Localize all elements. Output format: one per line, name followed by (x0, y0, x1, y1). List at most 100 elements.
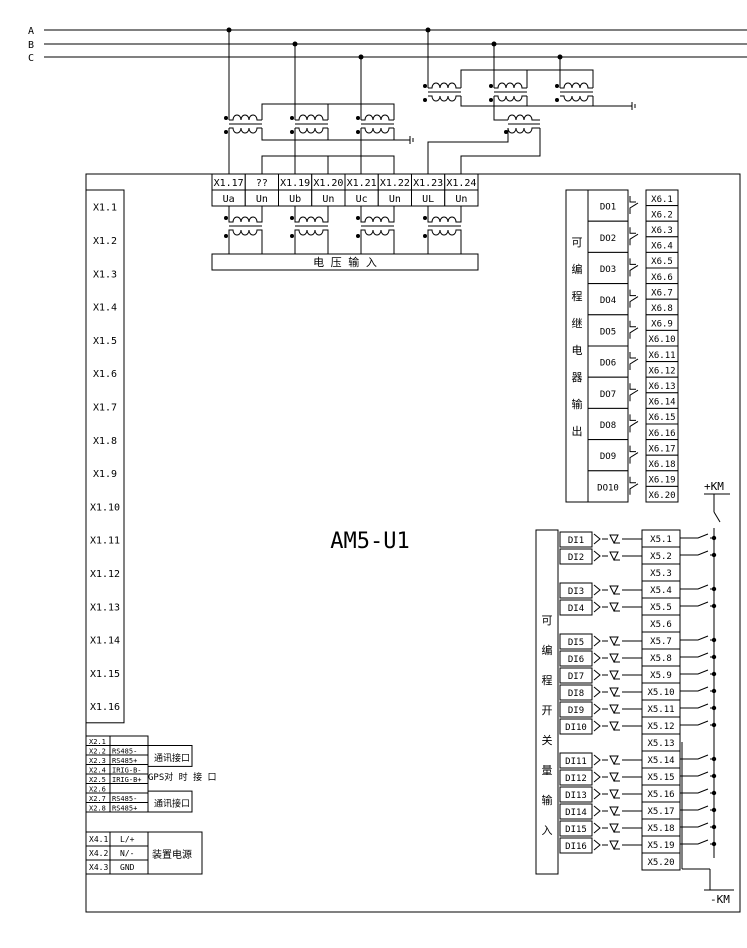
comm-signal-label: RS485- (112, 748, 137, 756)
di-terminal-label: X5.20 (647, 858, 674, 868)
x1-terminal-label: X1.8 (93, 436, 117, 447)
voltage-channel-label: Un (322, 194, 334, 205)
di-terminal-label: X5.17 (647, 807, 674, 817)
relay-terminal-label: X6.20 (648, 491, 675, 501)
relay-channel-label: DO7 (600, 390, 616, 400)
comm-signal-label: RS485+ (112, 805, 137, 813)
di-channel-label: DI14 (565, 808, 587, 818)
relay-caption-char: 器 (572, 371, 583, 384)
relay-channel-label: DO3 (600, 265, 616, 275)
x1-terminal-label: X1.11 (90, 536, 120, 547)
relay-channel-label: DO9 (600, 452, 616, 462)
comm-terminal-id: X2.1 (89, 738, 106, 746)
minus-km-label: -KM (710, 893, 730, 906)
optocoupler-symbol (593, 771, 620, 783)
device-title: AM5-U1 (330, 529, 409, 554)
di-channel-label: DI2 (568, 553, 584, 563)
relay-terminal-label: X6.1 (651, 195, 673, 205)
relay-caption-char: 电 (572, 344, 583, 357)
di-terminal-label: X5.10 (647, 688, 674, 698)
voltage-terminal-id: X1.22 (380, 178, 410, 189)
x1-terminal-label: X1.7 (93, 402, 117, 413)
di-channel-label: DI7 (568, 672, 584, 682)
di-terminal-label: X5.3 (650, 569, 672, 579)
x1-terminal-label: X1.14 (90, 636, 120, 647)
di-terminal-label: X5.1 (650, 535, 672, 545)
optocoupler-symbol (593, 635, 620, 647)
di-terminal-label: X5.16 (647, 790, 674, 800)
di-terminal-label: X5.5 (650, 603, 672, 613)
plus-km-label: +KM (704, 480, 724, 493)
km-supply: +KM -KM (681, 480, 734, 906)
optocoupler-symbol (593, 584, 620, 596)
relay-channel-label: DO8 (600, 421, 616, 431)
power-terminal-frame (85, 831, 149, 875)
di-channel-label: DI10 (565, 723, 587, 733)
x1-terminal-column: X1.1X1.2X1.3X1.4X1.5X1.6X1.7X1.8X1.9X1.1… (85, 189, 125, 724)
switch-caption-char: 量 (542, 764, 553, 777)
relay-contact-symbol (629, 320, 639, 339)
switch-caption-char: 可 (542, 614, 553, 627)
comm-terminal-id: X2.2 (89, 748, 106, 756)
power-signal-label: N/- (120, 849, 134, 858)
x1-terminal-label: X1.6 (93, 369, 117, 380)
optocoupler-symbol (593, 720, 620, 732)
relay-channel-label: DO6 (600, 359, 616, 369)
relay-contact-symbol (629, 383, 639, 402)
relay-contact-symbol (629, 289, 639, 308)
di-terminal-label: X5.11 (647, 705, 674, 715)
di-terminal-cell (641, 852, 681, 871)
relay-terminal-label: X6.15 (648, 413, 675, 423)
di-channel-label: DI4 (568, 604, 584, 614)
relay-terminal-label: X6.9 (651, 320, 673, 330)
x1-terminal-label: X1.10 (90, 502, 120, 513)
comm-terminal-id: X2.4 (89, 767, 106, 775)
relay-output-block: DO1DO2DO3DO4DO5DO6DO7DO8DO9DO10X6.1X6.2X… (587, 189, 679, 503)
relay-channel-label: DO10 (597, 483, 619, 493)
comm-terminal-id: X2.3 (89, 757, 106, 765)
di-terminal-label: X5.18 (647, 824, 674, 834)
optocoupler-symbol (593, 652, 620, 664)
relay-contact-symbol (629, 445, 639, 464)
optocoupler-symbol (593, 601, 620, 613)
x1-terminal-label: X1.9 (93, 469, 117, 480)
phase-label-a: A (28, 26, 34, 37)
di-terminal-label: X5.9 (650, 671, 672, 681)
comm-group-box (147, 790, 193, 813)
x1-terminal-label: X1.16 (90, 702, 120, 713)
relay-terminal-label: X6.6 (651, 273, 673, 283)
di-channel-label: DI16 (565, 842, 587, 852)
switch-caption-char: 入 (542, 824, 553, 837)
relay-terminal-label: X6.14 (648, 398, 675, 408)
comm-terminal-id: X2.5 (89, 776, 106, 784)
power-terminal-id: X4.1 (89, 835, 108, 844)
optocoupler-symbol (593, 533, 620, 545)
di-channel-cell (559, 837, 593, 854)
relay-contact-symbol (629, 414, 639, 433)
di-channel-cell (559, 803, 593, 820)
phase-bus: A B C (28, 26, 747, 64)
relay-channel-label: DO4 (600, 296, 616, 306)
x1-column-frame (85, 189, 125, 724)
relay-terminal-label: X6.17 (648, 444, 675, 454)
comm-signal-label: RS485- (112, 795, 137, 803)
relay-terminal-label: X6.4 (651, 242, 673, 252)
gps-group-label: GPS对 时 接 口 (148, 771, 217, 783)
relay-channel-cell (587, 376, 629, 409)
di-terminal-label: X5.12 (647, 722, 674, 732)
voltage-terminal-id: X1.21 (347, 178, 377, 189)
relay-terminal-label: X6.7 (651, 288, 673, 298)
relay-channel-label: DO5 (600, 327, 616, 337)
relay-channel-cell (587, 407, 629, 441)
relay-contact-symbol (629, 196, 639, 214)
comm-terminal-id: X2.8 (89, 805, 106, 813)
power-signal-label: L/+ (120, 835, 135, 844)
relay-caption-char: 输 (572, 397, 583, 411)
optocoupler-symbol (593, 788, 620, 800)
di-channel-label: DI13 (565, 791, 587, 801)
di-terminal-label: X5.19 (647, 841, 674, 851)
comm-signal-label: RS485+ (112, 757, 137, 765)
